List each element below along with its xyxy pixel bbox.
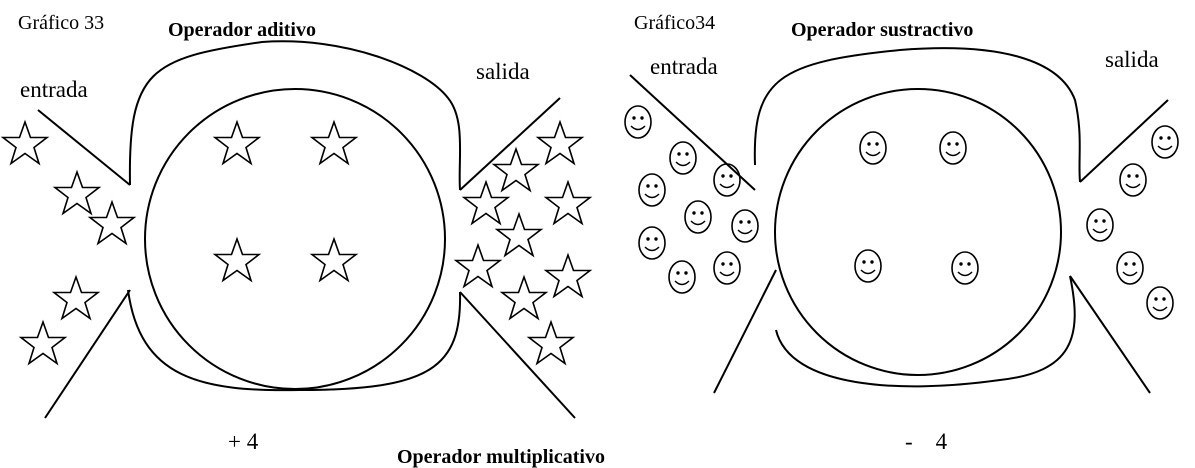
star-icon	[496, 213, 542, 257]
smiley-icon	[951, 251, 979, 285]
operation-plus-4: + 4	[228, 429, 259, 454]
smiley-icon	[731, 209, 759, 243]
star-icon	[545, 254, 591, 298]
label-salida-left: salida	[476, 59, 530, 84]
smiley-icon	[638, 173, 666, 207]
output-funnel-top	[459, 97, 561, 191]
star-icon	[455, 244, 501, 288]
input-funnel-top	[629, 74, 756, 191]
inside-smileys	[854, 131, 979, 285]
star-icon	[311, 238, 357, 282]
star-icon	[2, 121, 48, 165]
smiley-icon	[939, 131, 967, 165]
smiley-icon	[668, 260, 696, 294]
caption-grafico-34: Gráfico34	[634, 12, 716, 34]
smiley-icon	[1086, 208, 1114, 242]
subtractive-operator-machine	[629, 47, 1169, 394]
smiley-icon	[1116, 251, 1144, 285]
input-funnel-top	[37, 109, 131, 186]
machine-body	[127, 40, 462, 392]
caption-grafico-33: Gráfico 33	[18, 12, 105, 34]
title-operador-sustractivo: Operador sustractivo	[791, 19, 974, 41]
machine-core	[144, 88, 446, 390]
input-funnel-bottom	[44, 289, 131, 419]
star-icon	[89, 201, 135, 245]
smiley-icon	[713, 163, 741, 197]
star-icon	[463, 181, 509, 225]
output-smileys	[1086, 125, 1179, 320]
label-entrada-right: entrada	[650, 54, 718, 79]
output-funnel-bottom	[459, 291, 576, 419]
operation-minus-4: - 4	[905, 429, 948, 454]
star-icon	[545, 181, 591, 225]
output-funnel-top	[1079, 99, 1169, 183]
star-icon	[493, 148, 539, 192]
input-stars	[2, 121, 135, 365]
star-icon	[20, 321, 66, 365]
title-operador-aditivo: Operador aditivo	[168, 19, 316, 41]
smiley-icon	[1151, 125, 1179, 159]
inside-stars	[214, 121, 357, 282]
input-funnel-bottom	[713, 269, 777, 394]
output-stars	[455, 121, 591, 365]
star-icon	[214, 121, 260, 165]
additive-operator-machine	[37, 40, 576, 419]
smiley-icon	[713, 251, 741, 285]
star-icon	[537, 121, 583, 165]
smiley-icon	[669, 141, 697, 175]
output-funnel-bottom	[1069, 275, 1151, 394]
machine-core	[774, 88, 1062, 376]
star-icon	[311, 121, 357, 165]
star-icon	[53, 276, 99, 320]
smiley-icon	[1146, 286, 1174, 320]
machine-body	[753, 47, 1081, 388]
label-entrada-left: entrada	[20, 77, 88, 102]
smiley-icon	[859, 131, 887, 165]
input-smileys	[624, 105, 759, 294]
star-icon	[528, 321, 574, 365]
smiley-icon	[854, 249, 882, 283]
star-icon	[54, 171, 100, 215]
star-icon	[501, 276, 547, 320]
smiley-icon	[684, 200, 712, 234]
title-operador-multiplicativo: Operador multiplicativo	[397, 446, 605, 468]
star-icon	[214, 238, 260, 282]
smiley-icon	[1119, 163, 1147, 197]
label-salida-right: salida	[1105, 47, 1159, 72]
smiley-icon	[624, 105, 652, 139]
smiley-icon	[638, 226, 666, 260]
